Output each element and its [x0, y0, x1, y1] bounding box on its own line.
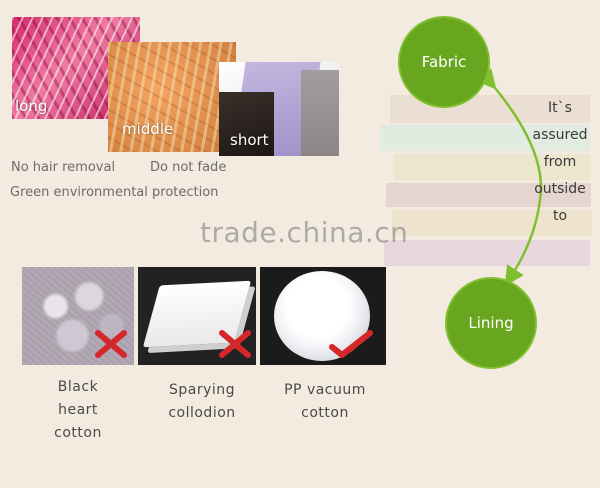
spraying-collodion-photo [138, 267, 256, 365]
caption-line: PP vacuum [284, 382, 366, 398]
cross-icon [219, 330, 251, 358]
fur-sample-middle-photo [108, 42, 236, 152]
feature-do-not-fade: Do not fade [150, 160, 227, 175]
pp-vacuum-cotton-photo [260, 267, 386, 365]
caption-line: cotton [54, 425, 102, 441]
fur-sample-short-photo [219, 62, 339, 156]
fur-label-long: long [15, 97, 48, 115]
pp-vacuum-cotton-caption: PP vacuum cotton [270, 379, 380, 425]
check-icon [329, 330, 373, 358]
fur-label-short: short [230, 131, 269, 149]
lining-label: Lining [468, 314, 514, 332]
cross-icon [95, 330, 127, 358]
watermark: trade.china.cn [200, 216, 409, 249]
assurance-line: from [543, 154, 577, 170]
assurance-line: It`s [548, 100, 572, 116]
caption-line: heart [58, 402, 98, 418]
spraying-collodion-caption: Sparying collodion [152, 379, 252, 425]
fabric-label: Fabric [421, 53, 467, 71]
feature-no-hair-removal: No hair removal [11, 160, 116, 175]
assurance-line: to [552, 208, 568, 224]
caption-line: Black [57, 379, 99, 395]
assurance-line: assured [532, 127, 588, 143]
caption-line: collodion [168, 405, 236, 421]
layer-arrow [475, 67, 543, 287]
black-heart-cotton-photo [22, 267, 134, 365]
fabric-circle: Fabric [398, 16, 490, 108]
assurance-line: outside [534, 181, 586, 197]
black-heart-cotton-caption: Black heart cotton [40, 376, 116, 445]
feature-green-protection: Green environmental protection [10, 185, 219, 200]
assurance-text: It`s assured from outside to [520, 95, 600, 230]
lining-circle: Lining [445, 277, 537, 369]
caption-line: Sparying [168, 382, 236, 398]
caption-line: cotton [301, 405, 349, 421]
fur-label-middle: middle [122, 120, 174, 138]
